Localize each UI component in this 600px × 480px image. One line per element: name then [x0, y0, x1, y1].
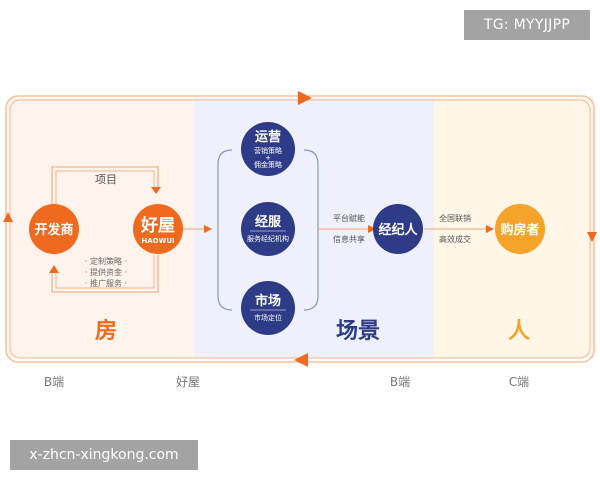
operations-title: 运营: [255, 129, 281, 145]
project-label: 项目: [95, 173, 117, 186]
developer-label: 开发商: [34, 222, 73, 238]
market-sub: 市场定位: [254, 313, 282, 322]
empower-label: 平台赋能: [333, 213, 365, 223]
right-down-arrow-icon: [587, 232, 597, 242]
buyer-label: 购房者: [500, 222, 539, 238]
bottom-label-haowu: 好屋: [176, 375, 200, 389]
operations-sub-3: 佣金策略: [254, 160, 282, 169]
network-label: 全国联销: [439, 213, 471, 223]
bottom-label-b2: B端: [390, 375, 410, 389]
watermark-bottom-badge: x-zhcn-xingkong.com: [10, 440, 198, 470]
top-right-arrow-icon: [298, 91, 312, 105]
developer-node: [29, 204, 79, 254]
buyer-node: [495, 204, 545, 254]
ren-section-label: 人: [508, 319, 530, 344]
left-up-arrow-icon: [3, 212, 13, 222]
broker-service-node: [241, 202, 295, 256]
market-title: 市场: [255, 293, 281, 309]
service-loop-line: [51, 255, 159, 293]
service-label-1: · 定制策略 ·: [85, 256, 127, 266]
haowu-node: [133, 204, 183, 254]
haowu-scene-arrow-icon: [204, 225, 212, 233]
watermark-top-badge: TG: MYYJJPP: [464, 10, 590, 40]
project-arrow-icon: [151, 187, 161, 194]
haowu-logo-text: 好屋: [140, 215, 175, 236]
service-label-2: · 提供资金 ·: [85, 267, 127, 277]
operations-node: [241, 122, 295, 176]
operations-sub-1: 营销策略: [254, 146, 282, 155]
project-loop-line: [51, 166, 159, 205]
operations-sub-2: +: [265, 154, 271, 162]
scene-left-bracket: [217, 149, 233, 311]
bottom-left-arrow-icon: [294, 353, 308, 367]
broker-node: [373, 204, 423, 254]
broker-label: 经纪人: [378, 222, 418, 238]
service-arrow-icon: [49, 265, 59, 273]
scene-broker-arrow-icon: [368, 225, 376, 233]
haowu-logo-en: HAOWUI: [141, 237, 174, 245]
deal-label: 高效成交: [439, 234, 471, 244]
bottom-label-b1: B端: [44, 375, 64, 389]
broker-buyer-arrow-icon: [486, 225, 494, 233]
bottom-label-c: C端: [509, 375, 529, 389]
fang-section-label: 房: [95, 318, 117, 344]
broker-service-title: 经服: [255, 214, 282, 230]
market-node: [241, 281, 295, 335]
service-loop-inner-line: [55, 255, 155, 289]
broker-service-sub: 服务经纪机构: [247, 234, 289, 243]
share-label: 信息共享: [333, 234, 365, 244]
project-loop-inner-line: [55, 170, 155, 207]
scene-section-label: 场景: [336, 319, 380, 344]
service-label-3: · 推广服务 ·: [85, 278, 127, 288]
scene-right-bracket: [303, 149, 319, 311]
